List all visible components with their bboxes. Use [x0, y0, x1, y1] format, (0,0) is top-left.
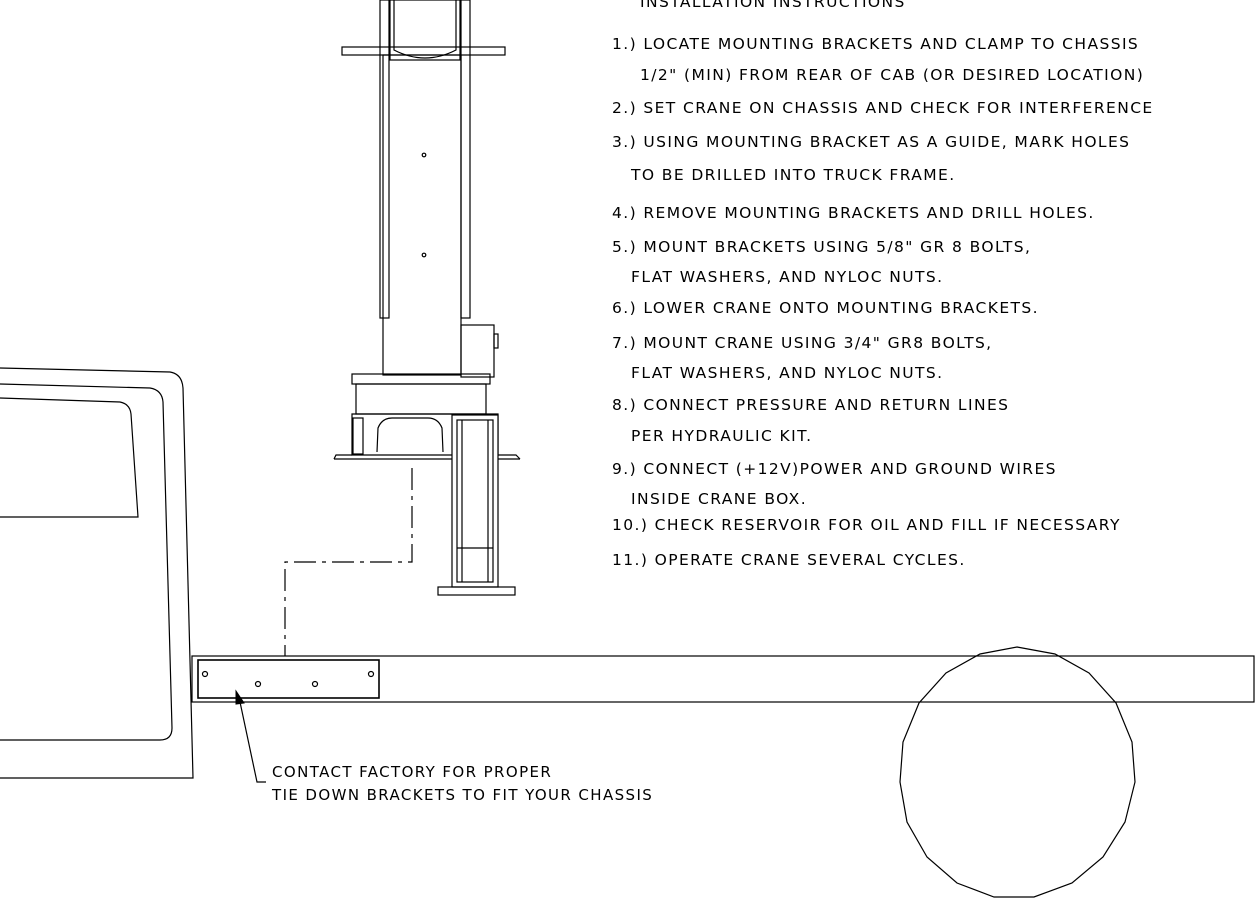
step-8-line-1: 8.) CONNECT PRESSURE AND RETURN LINES — [612, 396, 1009, 414]
truck-cab — [0, 367, 194, 779]
step-7-line-1: 7.) MOUNT CRANE USING 3/4" GR8 BOLTS, — [612, 334, 993, 352]
step-5-line-1: 5.) MOUNT BRACKETS USING 5/8" GR 8 BOLTS… — [612, 238, 1031, 256]
step-9-line-1: 9.) CONNECT (+12V)POWER AND GROUND WIRES — [612, 460, 1057, 478]
instructions-heading: INSTALLATION INSTRUCTIONS — [640, 0, 906, 11]
step-3-line-2: TO BE DRILLED INTO TRUCK FRAME. — [630, 166, 956, 184]
step-1-line-1: 1.) LOCATE MOUNTING BRACKETS AND CLAMP T… — [612, 35, 1139, 53]
callout-line-2: TIE DOWN BRACKETS TO FIT YOUR CHASSIS — [271, 786, 653, 804]
mounting-bracket — [197, 659, 380, 699]
callout-leader — [235, 689, 266, 783]
wheel — [899, 646, 1136, 898]
chassis-frame — [191, 655, 1255, 703]
step-6: 6.) LOWER CRANE ONTO MOUNTING BRACKETS. — [612, 299, 1039, 317]
callout-line-1: CONTACT FACTORY FOR PROPER — [272, 763, 552, 781]
step-4: 4.) REMOVE MOUNTING BRACKETS AND DRILL H… — [612, 204, 1095, 222]
step-7-line-2: FLAT WASHERS, AND NYLOC NUTS. — [631, 364, 943, 382]
step-5-line-2: FLAT WASHERS, AND NYLOC NUTS. — [631, 268, 943, 286]
step-10: 10.) CHECK RESERVOIR FOR OIL AND FILL IF… — [612, 516, 1121, 534]
instructions-block: INSTALLATION INSTRUCTIONS 1.) LOCATE MOU… — [612, 0, 1154, 569]
alignment-centerline — [284, 468, 413, 656]
step-3-line-1: 3.) USING MOUNTING BRACKET AS A GUIDE, M… — [612, 133, 1130, 151]
step-2: 2.) SET CRANE ON CHASSIS AND CHECK FOR I… — [612, 99, 1154, 117]
step-8-line-2: PER HYDRAULIC KIT. — [631, 427, 812, 445]
step-11: 11.) OPERATE CRANE SEVERAL CYCLES. — [612, 551, 966, 569]
step-1-line-2: 1/2" (MIN) FROM REAR OF CAB (OR DESIRED … — [640, 66, 1144, 84]
step-9-line-2: INSIDE CRANE BOX. — [631, 490, 807, 508]
crane — [333, 0, 521, 596]
